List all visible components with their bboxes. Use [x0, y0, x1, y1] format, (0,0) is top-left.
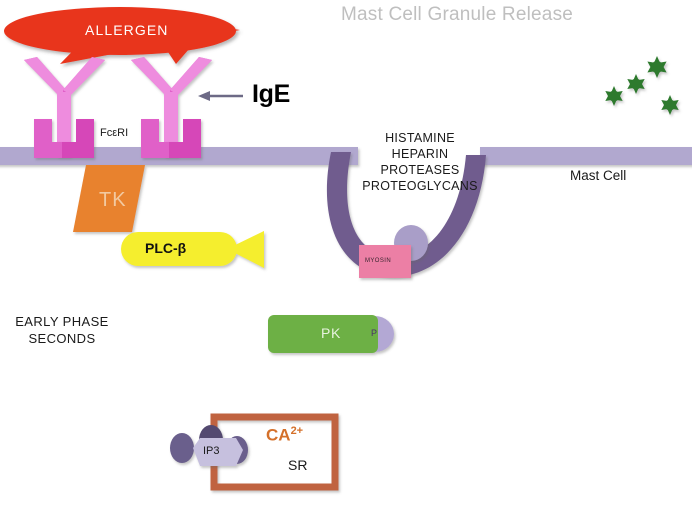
ige-antibody-2: [131, 57, 212, 156]
pk-shape: [268, 315, 394, 353]
granule-particle: [605, 86, 623, 106]
tk-shape: [73, 165, 145, 232]
granule-wall: [326, 152, 486, 277]
granule-particle-group: [605, 56, 679, 115]
ige-pointer-arrow: [198, 91, 243, 101]
myosin-box: [359, 245, 411, 278]
granule-particle: [661, 95, 679, 115]
ip3-receptor: [170, 425, 248, 466]
allergen-shape: [4, 7, 240, 64]
plasma-membrane-right: [480, 147, 692, 165]
plc-beta-shape: [121, 231, 264, 268]
fceri-receptor-1: [34, 119, 94, 158]
granule-particle: [647, 56, 667, 78]
granule-particle: [627, 74, 645, 94]
ige-antibody-1: [24, 57, 105, 156]
fceri-receptor-2: [141, 119, 201, 158]
